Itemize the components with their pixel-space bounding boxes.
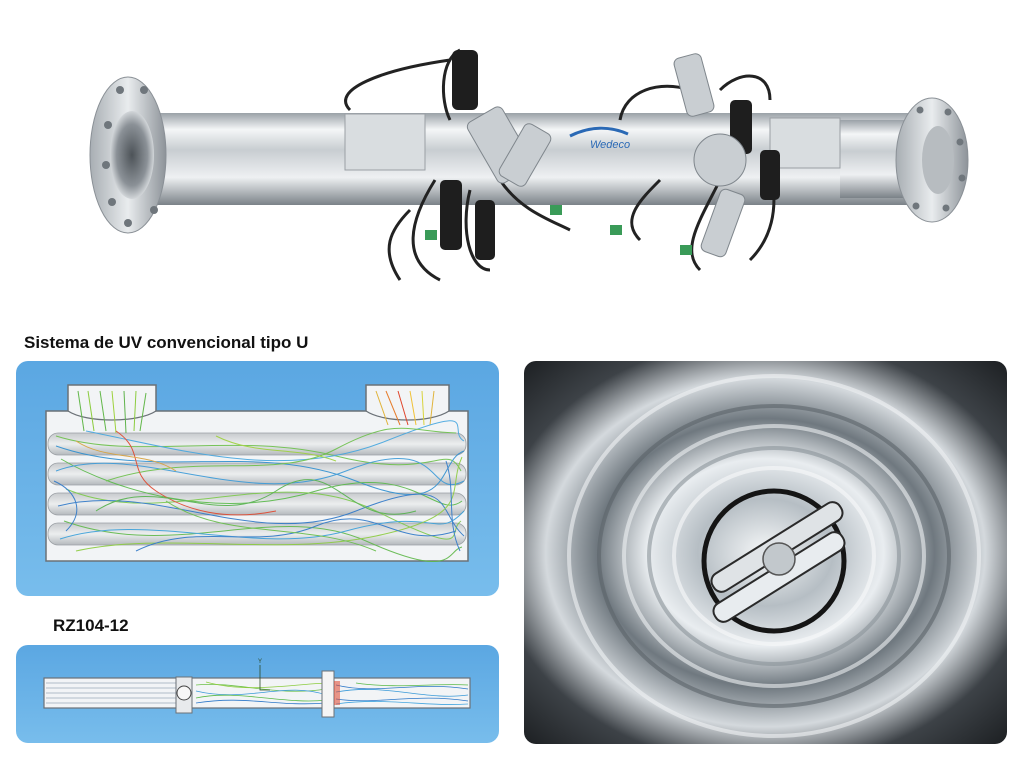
svg-text:Y: Y xyxy=(258,659,262,665)
cfd-flow-simulation-u-type xyxy=(16,361,499,596)
reactor-interior-photo xyxy=(524,361,1007,744)
brand-logo: Wedeco xyxy=(590,139,630,151)
caption-model-rz104-12: RZ104-12 xyxy=(53,616,129,635)
uv-reactor-photo: Wedeco xyxy=(80,30,980,315)
caption-conventional-system: Sistema de UV convencional tipo U xyxy=(24,333,309,352)
cfd-flow-simulation-rz104: Y xyxy=(16,645,499,743)
